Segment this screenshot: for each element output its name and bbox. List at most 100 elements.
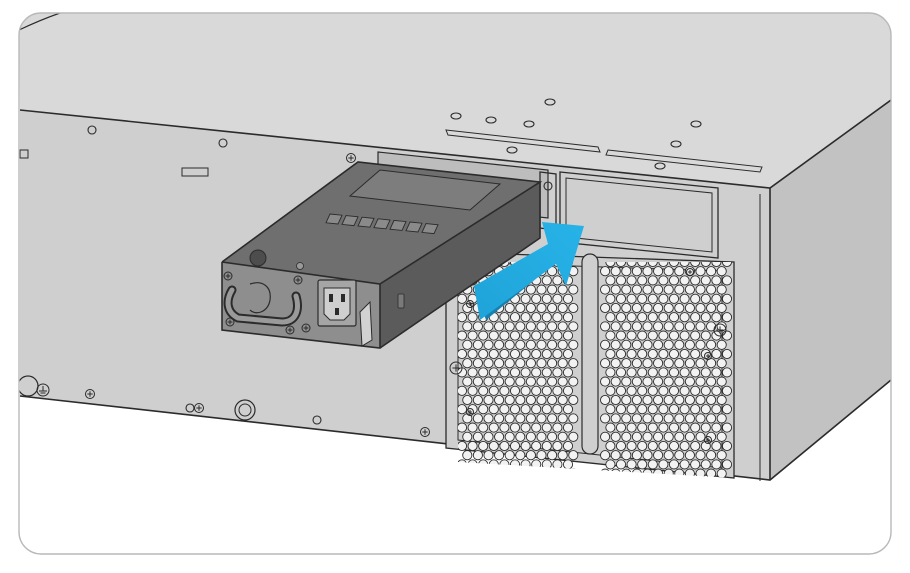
psu-top-label [348, 169, 502, 211]
vent-hole [642, 358, 653, 369]
vent-hole [557, 376, 568, 387]
vent-hole [721, 440, 733, 452]
vent-hole [690, 459, 701, 470]
vent-hole [536, 284, 547, 295]
vent-hole [653, 394, 664, 406]
vent-hole [547, 284, 558, 295]
vent-hole [562, 385, 574, 396]
vent-hole [541, 330, 552, 341]
vent-hole [711, 459, 722, 470]
vent-hole [562, 293, 574, 304]
vent-hole [695, 321, 706, 332]
vent-hole [684, 394, 695, 406]
vent-hole [695, 284, 706, 295]
vent-hole [642, 284, 653, 295]
vent-hole [525, 339, 536, 350]
vent-hole [700, 275, 711, 286]
vent-hole [520, 312, 531, 323]
vent-hole [721, 367, 733, 378]
vent-hole [536, 321, 547, 332]
vent-hole [552, 385, 563, 396]
vent-hole [706, 376, 717, 387]
front-slot [181, 167, 209, 177]
vent-hole [637, 330, 648, 341]
vent-hole [700, 312, 711, 323]
vent-hole [653, 376, 664, 387]
vent-hole [668, 330, 680, 341]
vent-hole [552, 275, 563, 286]
vent-hole [647, 312, 658, 323]
vent-hole [663, 413, 674, 424]
vent-hole [653, 450, 664, 461]
vent-hole [504, 339, 515, 350]
vent-hole [647, 404, 658, 415]
vent-hole [706, 266, 717, 277]
vent-hole [631, 321, 642, 332]
vent-hole [488, 440, 499, 452]
vent-hole [626, 293, 637, 304]
vent-hole [642, 266, 653, 277]
vent-hole [631, 413, 642, 424]
vent-hole [462, 431, 473, 442]
vent-hole [467, 367, 478, 378]
vent-hole [605, 312, 616, 323]
vent-hole [520, 385, 531, 396]
vent-hole [562, 459, 574, 470]
vent-hole [520, 422, 531, 433]
vent-hole [668, 459, 680, 470]
vent-hole [610, 450, 621, 461]
vent-hole [605, 385, 616, 396]
vent-hole [467, 330, 478, 341]
vent-hole [684, 339, 695, 350]
vent-hole [472, 321, 483, 332]
vent-hole [721, 422, 733, 433]
vent-hole [695, 450, 706, 461]
psu-ridge [357, 216, 375, 228]
vent-hole [695, 339, 706, 350]
vent-hole [631, 450, 642, 461]
vent-hole [663, 450, 674, 461]
vent-screw [466, 300, 474, 308]
vent-hole [706, 394, 717, 406]
vent-hole [711, 404, 722, 415]
psu-screw [223, 271, 233, 281]
vent-screw [704, 436, 712, 444]
vent-hole [515, 431, 526, 442]
vent-hole [509, 404, 521, 415]
vent-hole [684, 431, 695, 442]
vent-hole [600, 394, 611, 406]
vent-hole [552, 440, 563, 452]
empty-psu-slot [559, 171, 719, 259]
vent-hole [557, 394, 568, 406]
ground-terminal [234, 399, 256, 421]
vent-hole [557, 431, 568, 442]
vent-hole [557, 284, 568, 295]
vent-hole [711, 275, 722, 286]
vent-hole [711, 348, 722, 360]
empty-psu-slot-inner [565, 177, 713, 253]
vent-hole [509, 422, 521, 433]
vent-hole [605, 422, 616, 433]
vent-hole [488, 422, 499, 433]
fan-vent-divider [581, 253, 599, 455]
vent-hole [706, 358, 717, 369]
vent-hole [626, 275, 637, 286]
vent-hole [668, 293, 680, 304]
vent-hole [642, 394, 653, 406]
vent-hole [541, 293, 552, 304]
vent-hole [525, 394, 536, 406]
vent-hole [472, 376, 483, 387]
vent-hole [488, 385, 499, 396]
vent-hole [706, 468, 717, 478]
vent-hole [568, 413, 579, 424]
vent-hole [674, 394, 685, 406]
vent-hole [605, 275, 616, 286]
vent-hole [458, 440, 468, 452]
vent-hole [547, 339, 558, 350]
vent-hole [499, 422, 510, 433]
vent-hole [605, 367, 616, 378]
psu-top-latch [249, 249, 267, 267]
vent-hole [552, 293, 563, 304]
vent-hole [520, 404, 531, 415]
